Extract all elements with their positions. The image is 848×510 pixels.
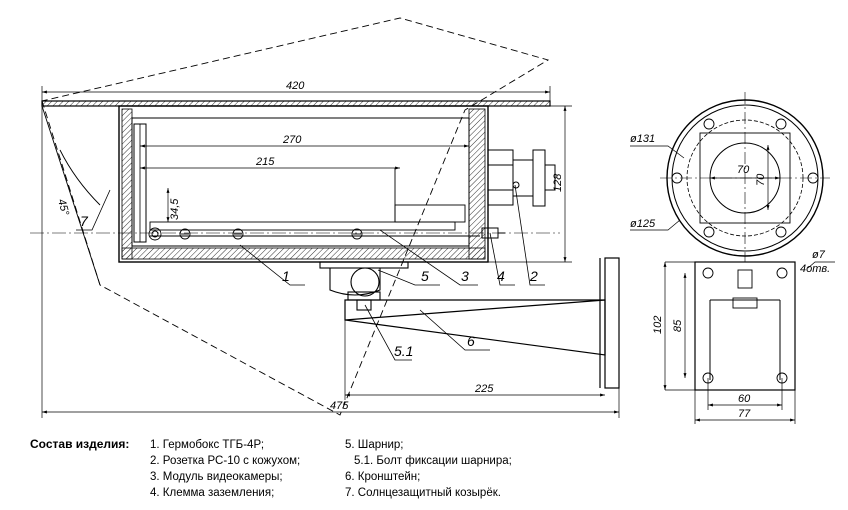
legend-item: 5. Шарнир;	[345, 439, 404, 451]
dim-plate-width: 77	[738, 408, 751, 420]
legend-column-2: 5. Шарнир; 5.1. Болт фиксации шарнира; 6…	[345, 437, 512, 501]
legend-column-1: 1. Гермобокс ТГБ-4Р; 2. Розетка РС-10 с …	[150, 437, 300, 501]
dim-plate-inner-width: 60	[738, 393, 751, 405]
dim-bracket-length: 225	[474, 383, 494, 395]
dim-inner-diameter: ø125	[630, 218, 656, 230]
dim-window-h: 70	[755, 173, 767, 186]
mounting-plate	[694, 261, 796, 391]
front-dimensions	[630, 145, 835, 424]
callout-5-1: 5.1	[394, 343, 413, 359]
dim-camera-length: 215	[255, 156, 275, 168]
bracket	[344, 257, 620, 389]
dim-plate-inner-height: 85	[672, 319, 684, 332]
callout-5: 5	[421, 268, 429, 284]
callout-4: 4	[497, 268, 505, 284]
callout-7: 7	[80, 213, 89, 229]
housing-body	[118, 105, 489, 263]
front-dimension-labels: ø131 ø125 70 70 ø7 4отв. 102 85 60 77	[630, 133, 830, 420]
legend-title: Состав изделия:	[30, 437, 130, 451]
front-view	[660, 92, 830, 391]
hinge	[319, 261, 409, 311]
camera-module	[149, 221, 456, 231]
dim-outer-diameter: ø131	[630, 133, 655, 145]
technical-drawing: 420 270 215 34,5 45° 128 225 475 7 1 5 3…	[30, 17, 835, 424]
callout-3: 3	[461, 268, 469, 284]
legend-item: 7. Солнцезащитный козырёк.	[345, 487, 501, 499]
legend-item: 5.1. Болт фиксации шарнира;	[354, 455, 512, 467]
dim-hole-count: 4отв.	[800, 263, 830, 275]
dim-height: 34,5	[169, 198, 181, 220]
legend-item: 4. Клемма заземления;	[150, 487, 275, 499]
socket-connector	[487, 149, 556, 207]
side-view	[30, 17, 620, 416]
dim-overall-length: 420	[286, 80, 305, 92]
legend-item: 6. Кронштейн;	[345, 471, 421, 483]
callout-2: 2	[529, 268, 538, 284]
callout-1: 1	[282, 268, 290, 284]
legend-item: 3. Модуль видеокамеры;	[150, 471, 283, 483]
side-dimension-labels: 420 270 215 34,5 45° 128 225 475	[55, 80, 564, 412]
side-dimensions	[41, 86, 620, 418]
legend-item: 1. Гермобокс ТГБ-4Р;	[150, 439, 265, 451]
dim-plate-height: 102	[652, 316, 664, 334]
dim-total-length: 475	[330, 400, 349, 412]
callout-6: 6	[467, 333, 475, 349]
dim-angle: 45°	[55, 198, 71, 218]
dim-box-height: 128	[552, 173, 564, 192]
callout-labels: 7 1 5 3 4 2 5.1 6	[80, 213, 538, 359]
dim-window-w: 70	[737, 164, 750, 176]
legend-item: 2. Розетка РС-10 с кожухом;	[150, 455, 301, 467]
callout-leaders	[76, 184, 545, 361]
dim-module-length: 270	[282, 134, 302, 146]
dim-hole-diameter: ø7	[812, 249, 826, 261]
sun-visor	[41, 100, 551, 107]
